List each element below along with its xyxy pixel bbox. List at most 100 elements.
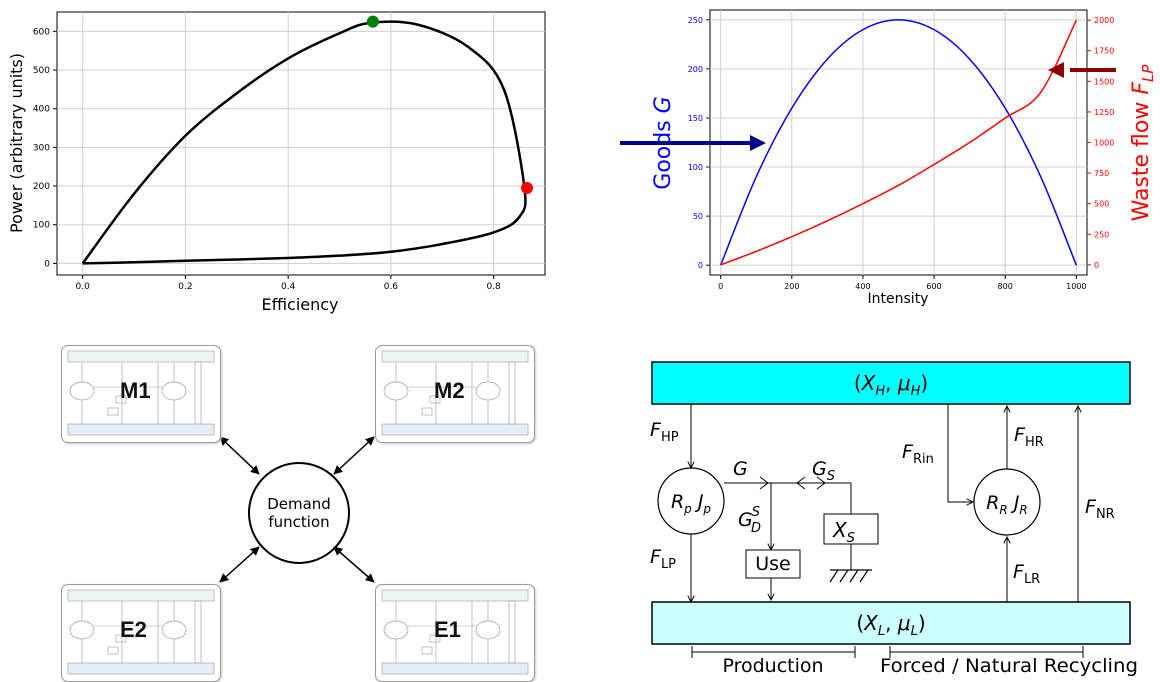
demand-line-1: Demand (267, 495, 331, 513)
demand-line-2: function (268, 513, 330, 531)
right-y-tick-label: 500 (1094, 200, 1109, 209)
x-tick-label: 0.4 (281, 282, 296, 292)
model-card-e2: E2 (61, 584, 221, 682)
tick-labels: 0.0 0.2 0.4 0.6 0.8 0 100 200 300 400 500 600 (33, 27, 501, 292)
left-y-tick-label: 0 (698, 261, 703, 270)
right-y-tick-label: 1000 (1094, 139, 1114, 148)
max-efficiency-marker (521, 181, 534, 194)
card-label: M2 (434, 378, 465, 403)
y-tick-label: 400 (33, 105, 50, 115)
right-y-tick-label: 1750 (1094, 47, 1114, 56)
arrow-e2 (219, 546, 260, 583)
ground-symbol (829, 569, 872, 583)
plot-area (56, 11, 546, 276)
right-y-tick-label: 750 (1094, 169, 1109, 178)
right-y-axis-label: Waste flow FLP (1129, 64, 1157, 222)
left-y-axis-label: Goods G (651, 96, 676, 189)
mini-schematic (67, 589, 215, 675)
waste-arrow (1048, 62, 1116, 78)
model-arrows (219, 436, 375, 583)
arrow-m2 (333, 436, 375, 475)
card-label: E2 (120, 617, 147, 642)
left-y-tick-label: 200 (688, 65, 703, 74)
grid (53, 12, 545, 279)
y-tick-label: 600 (33, 27, 50, 37)
left-y-tick-label: 100 (688, 163, 703, 172)
right-y-tick-label: 1500 (1094, 77, 1114, 86)
flow-rin-label: FRin (902, 441, 934, 467)
power-efficiency-chart: 0.0 0.2 0.4 0.6 0.8 0 100 200 300 400 500 600 Effic… (7, 11, 546, 314)
storage-label: XS (832, 518, 855, 546)
x-tick-label: 0.2 (178, 282, 192, 292)
y-tick-label: 0 (44, 259, 50, 269)
waste-flow-curve (720, 19, 1078, 266)
recycling-node-label: RR JR (986, 492, 1028, 517)
production-bracket (691, 646, 856, 658)
low-reservoir-label: (XL, μL) (856, 611, 925, 639)
left-y-tick-label: 250 (688, 16, 703, 25)
goods-arrow (620, 135, 766, 151)
x-axis-label: Efficiency (261, 295, 338, 314)
grid (706, 10, 1091, 279)
card-label: M1 (120, 378, 151, 403)
x-tick-label: 0.6 (384, 282, 399, 292)
right-y-tick-label: 250 (1094, 230, 1109, 239)
x-tick-label: 0.8 (486, 282, 501, 292)
gs-label: GS (812, 458, 835, 484)
mini-schematic (67, 350, 215, 436)
y-tick-label: 100 (33, 221, 50, 231)
low-reservoir (651, 601, 1131, 645)
use-label: Use (755, 553, 791, 575)
tick-labels: 0 200 400 600 800 1000 0 50 100 150 200 250 0 250 500 7… (688, 16, 1115, 291)
left-y-tick-label: 150 (688, 114, 703, 123)
flow-lr-label: FLR (1013, 561, 1040, 587)
x-tick-label: 0.0 (76, 282, 91, 292)
x-tick-label: 400 (855, 282, 870, 291)
right-y-tick-label: 2000 (1094, 16, 1114, 25)
x-tick-label: 600 (926, 282, 941, 291)
y-tick-label: 300 (33, 143, 50, 153)
model-card-e1: E1 (375, 584, 535, 682)
flow-rin-arrow (947, 404, 973, 502)
model-card-m2: M2 (375, 345, 535, 443)
card-label: E1 (434, 617, 461, 642)
recycling-bracket (889, 646, 1084, 658)
goods-arrowhead (759, 476, 769, 490)
y-tick-label: 500 (33, 66, 50, 76)
use-box (745, 549, 801, 579)
x-axis-label: Intensity (868, 291, 929, 307)
flow-hr-label: FHR (1014, 424, 1044, 450)
production-node-label: Rp Jp (671, 491, 711, 516)
production-label: Production (722, 655, 823, 676)
mini-schematic (381, 589, 529, 675)
recycling-label: Forced / Natural Recycling (880, 655, 1138, 676)
gs-arrowhead-left (796, 476, 806, 490)
left-y-tick-label: 50 (693, 212, 703, 221)
goods-label: G (733, 458, 748, 480)
x-tick-label: 200 (784, 282, 799, 291)
x-tick-label: 0 (718, 282, 723, 291)
flow-hp-label: FHP (650, 419, 679, 445)
y-axis-label: Power (arbitrary units) (7, 53, 26, 233)
right-y-tick-label: 1250 (1094, 108, 1114, 117)
flow-lp-label: FLP (650, 546, 676, 572)
max-power-marker (366, 15, 379, 28)
arrow-m1 (219, 436, 260, 475)
power-efficiency-curve (81, 20, 527, 265)
goods-waste-chart: 0 200 400 600 800 1000 0 50 100 150 200 250 0 250 500 7… (620, 9, 1157, 307)
right-y-tick-label: 0 (1094, 261, 1099, 270)
arrow-e1 (333, 546, 375, 583)
model-card-m1: M1 (61, 345, 221, 443)
flow-nr-label: FNR (1085, 496, 1115, 522)
storage-box (823, 513, 879, 545)
x-tick-label: 1000 (1066, 282, 1086, 291)
plot-area (709, 9, 1088, 276)
mini-schematic (381, 350, 529, 436)
high-reservoir (651, 361, 1131, 405)
gs-arrowhead-right (816, 476, 826, 490)
x-tick-label: 800 (998, 282, 1013, 291)
y-tick-label: 200 (33, 182, 50, 192)
